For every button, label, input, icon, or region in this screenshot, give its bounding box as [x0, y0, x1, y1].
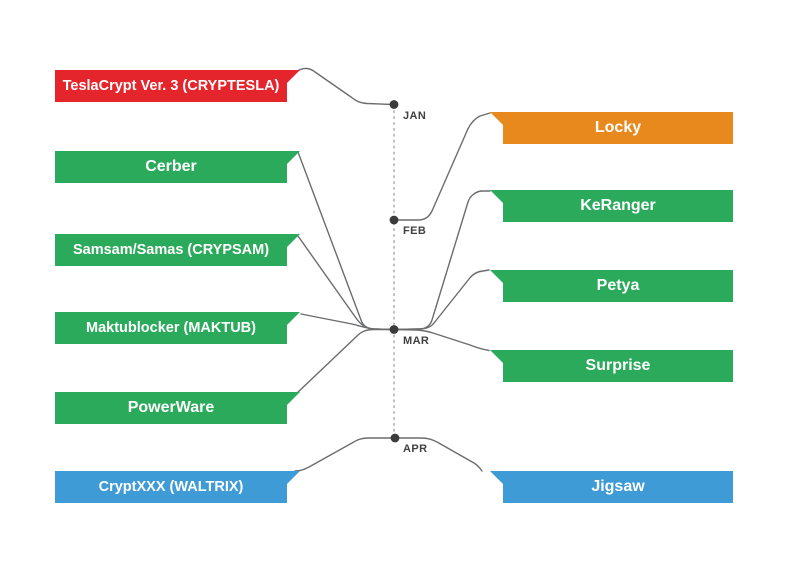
banner-label: Maktublocker (MAKTUB): [86, 320, 256, 336]
connector-mar-surprise: [393, 328, 490, 352]
connector-powerware-mar: [295, 328, 395, 395]
banner-teslacrypt: TeslaCrypt Ver. 3 (CRYPTESLA): [55, 70, 300, 102]
banner-petya: Petya: [490, 270, 733, 302]
banner-samsam: Samsam/Samas (CRYPSAM): [55, 234, 300, 266]
timeline-dot-mar: [389, 325, 399, 334]
banner-label: TeslaCrypt Ver. 3 (CRYPTESLA): [62, 78, 280, 94]
banner-label: Petya: [596, 277, 640, 294]
connector-teslacrypt-jan: [296, 67, 395, 106]
ribbon-fold: [490, 471, 503, 484]
ribbon-fold: [287, 70, 300, 83]
ribbon-fold: [287, 392, 300, 405]
banner-label: Surprise: [585, 357, 651, 374]
banner-label: Cerber: [145, 158, 197, 175]
banner-powerware: PowerWare: [55, 392, 300, 424]
ribbon-fold: [490, 270, 503, 283]
banner-locky: Locky: [490, 112, 733, 144]
ribbon-fold: [490, 112, 503, 125]
connector-samsam-mar: [297, 235, 395, 331]
banner-jigsaw: Jigsaw: [490, 471, 733, 503]
connector-mar-keranger: [393, 190, 491, 331]
banner-label: Samsam/Samas (CRYPSAM): [72, 242, 270, 258]
ribbon-fold: [287, 234, 300, 247]
banner-label: PowerWare: [127, 399, 215, 416]
connector-feb-locky: [393, 112, 491, 221]
banner-label: Locky: [594, 119, 642, 136]
ribbon-fold: [287, 312, 300, 325]
banner-label: CryptXXX (WALTRIX): [98, 479, 244, 495]
connector-mar-petya: [393, 269, 490, 331]
ribbon-fold: [287, 471, 300, 484]
timeline-dot-jan: [389, 100, 399, 109]
month-label-mar: MAR: [403, 335, 430, 347]
ribbon-fold: [490, 190, 503, 203]
timeline-dot-feb: [389, 215, 399, 225]
banner-cerber: Cerber: [55, 151, 300, 183]
banner-cryptxxx: CryptXXX (WALTRIX): [55, 471, 300, 503]
connector-apr-jigsaw: [394, 437, 483, 472]
ribbon-fold: [490, 350, 503, 363]
banner-keranger: KeRanger: [490, 190, 733, 222]
month-label-jan: JAN: [403, 110, 427, 122]
connector-maktublocker-mar: [300, 313, 395, 331]
month-label-apr: APR: [403, 443, 428, 455]
banner-label: KeRanger: [580, 197, 656, 214]
banner-surprise: Surprise: [490, 350, 733, 382]
connector-cryptxxx-apr: [294, 437, 396, 472]
ribbon-fold: [287, 151, 300, 164]
timeline-dot-apr: [390, 433, 400, 443]
banner-label: Jigsaw: [591, 478, 645, 495]
banner-maktublocker: Maktublocker (MAKTUB): [55, 312, 300, 344]
month-label-feb: FEB: [403, 225, 427, 237]
